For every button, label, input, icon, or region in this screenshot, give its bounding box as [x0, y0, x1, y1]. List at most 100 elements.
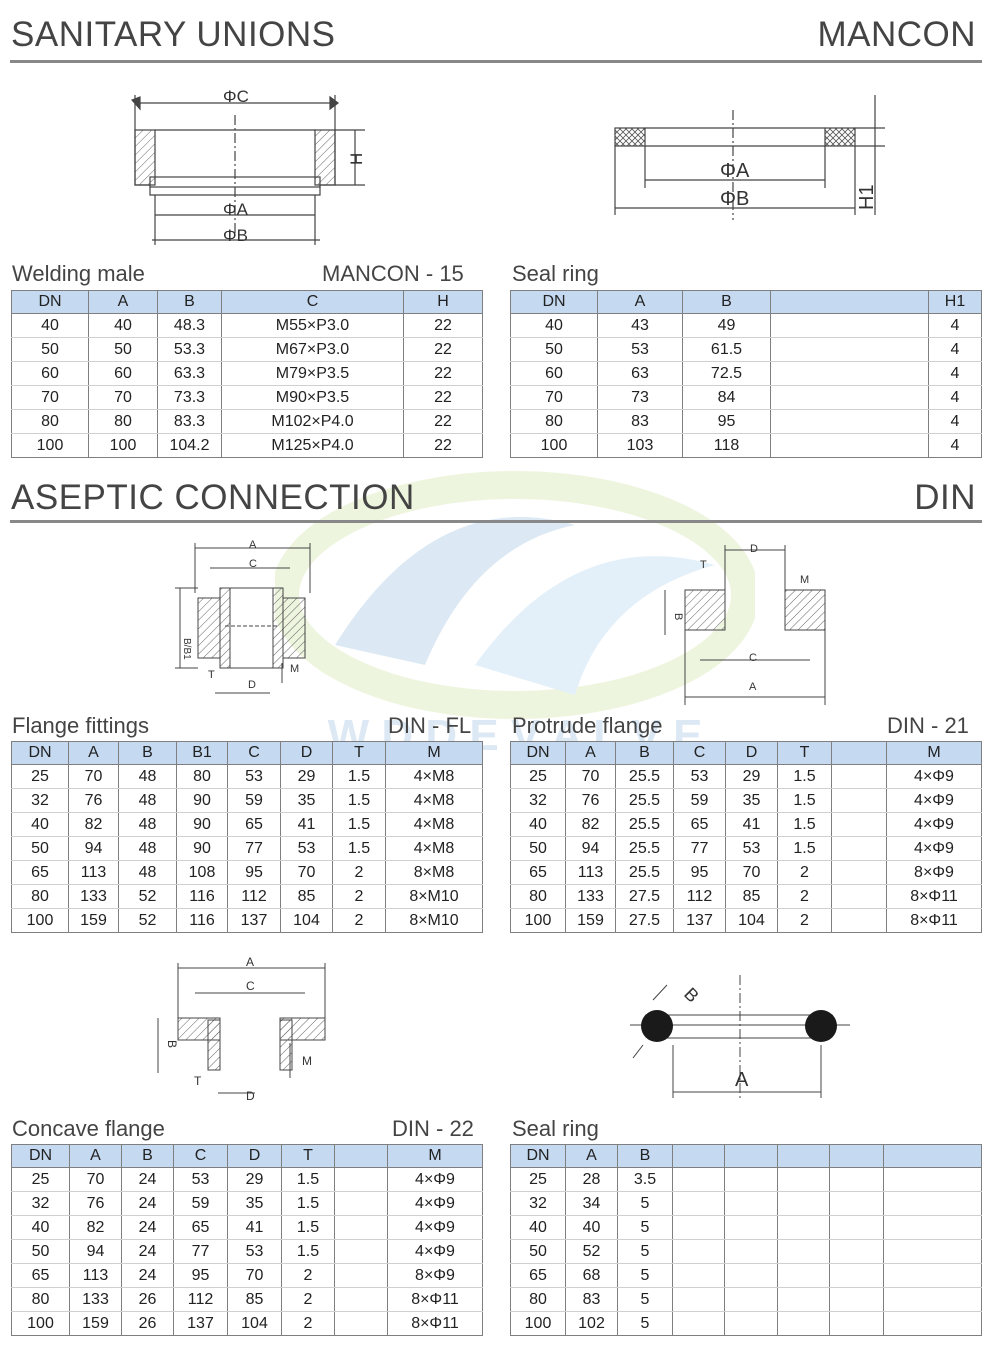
table-cell: 5	[617, 1239, 673, 1264]
table-cell	[777, 1191, 830, 1216]
table-cell: 25.5	[615, 788, 674, 813]
table-cell: 113	[565, 860, 616, 885]
welding-male-diagram: ΦC H ΦA ΦB	[130, 87, 366, 245]
table-cell	[770, 433, 929, 458]
table-cell	[770, 409, 929, 434]
table-cell: 90	[176, 836, 228, 861]
table-cell: 70	[725, 860, 778, 885]
svg-text:A: A	[749, 681, 757, 693]
section-divider	[10, 520, 982, 523]
table-cell: 70	[510, 385, 598, 410]
table-cell: 83.3	[157, 409, 222, 434]
table-cell: 1.5	[281, 1167, 335, 1192]
table-cell: 1.5	[777, 788, 832, 813]
table-cell: 48	[118, 812, 177, 837]
column-header: DN	[11, 1144, 70, 1168]
section-divider	[10, 60, 982, 63]
table-cell: 2	[332, 860, 386, 885]
table-cell	[724, 1311, 778, 1336]
table-cell	[777, 1263, 830, 1288]
table-cell: 8×M10	[385, 884, 483, 909]
table-cell: 4×Φ9	[387, 1167, 483, 1192]
table-cell	[883, 1239, 982, 1264]
svg-text:D: D	[248, 679, 256, 691]
table-cell: 100	[510, 433, 598, 458]
table-cell	[831, 764, 887, 789]
table-cell: 104	[725, 908, 778, 933]
table-cell: 4×Φ9	[886, 788, 982, 813]
column-header: D	[725, 741, 778, 765]
table-cell: 1.5	[777, 764, 832, 789]
table-cell: 8×Φ11	[886, 884, 982, 909]
table-cell: 159	[69, 1311, 122, 1336]
table-cell	[883, 1263, 982, 1288]
column-header: A	[565, 741, 616, 765]
table-cell: 90	[176, 788, 228, 813]
table-cell: 40	[510, 313, 598, 338]
table-cell: 4×Φ9	[886, 812, 982, 837]
table-cell: 4×Φ9	[387, 1239, 483, 1264]
table-cell: 77	[673, 836, 726, 861]
table-cell: 25.5	[615, 860, 674, 885]
table-cell: 65	[227, 812, 281, 837]
table-cell: 4×M8	[385, 836, 483, 861]
table-cell: 22	[403, 337, 483, 362]
table-cell: 4	[928, 433, 982, 458]
table-cell	[672, 1263, 725, 1288]
table-cell	[724, 1167, 778, 1192]
table-cell: 73	[597, 385, 683, 410]
svg-text:B: B	[672, 613, 684, 620]
svg-text:B: B	[680, 984, 703, 1007]
table-title-concave-flange: Concave flange	[12, 1116, 165, 1141]
table-cell: 83	[565, 1287, 618, 1312]
table-cell: 3.5	[617, 1167, 673, 1192]
svg-text:D: D	[750, 543, 758, 555]
column-header: B	[118, 741, 177, 765]
table-cell: 112	[673, 884, 726, 909]
table-cell: 41	[280, 812, 333, 837]
table-cell: 70	[88, 385, 158, 410]
table-cell: 29	[725, 764, 778, 789]
column-header: H	[403, 290, 483, 314]
table-cell: 133	[69, 1287, 122, 1312]
table-cell: 137	[173, 1311, 228, 1336]
table-cell: 4×Φ9	[886, 836, 982, 861]
table-cell: 80	[510, 409, 598, 434]
table-cell: 82	[68, 812, 119, 837]
table-cell: 133	[565, 884, 616, 909]
table-cell: 80	[11, 1287, 70, 1312]
column-header: A	[597, 290, 683, 314]
table-cell	[883, 1287, 982, 1312]
table-cell: 100	[88, 433, 158, 458]
table-cell: 5	[617, 1263, 673, 1288]
table-cell: 102	[565, 1311, 618, 1336]
column-header: B	[157, 290, 222, 314]
column-header: D	[280, 741, 333, 765]
table-cell: 59	[173, 1191, 228, 1216]
table-cell: 82	[69, 1215, 122, 1240]
column-header: C	[227, 741, 281, 765]
table-cell: 70	[68, 764, 119, 789]
column-header: M	[387, 1144, 483, 1168]
table-cell	[831, 908, 887, 933]
column-header	[829, 1144, 884, 1168]
table-cell: 76	[565, 788, 616, 813]
table-cell: 59	[227, 788, 281, 813]
table-cell: 32	[11, 788, 69, 813]
table-cell: 1.5	[332, 764, 386, 789]
table-cell: 53	[673, 764, 726, 789]
table-cell: 4×Φ9	[387, 1215, 483, 1240]
